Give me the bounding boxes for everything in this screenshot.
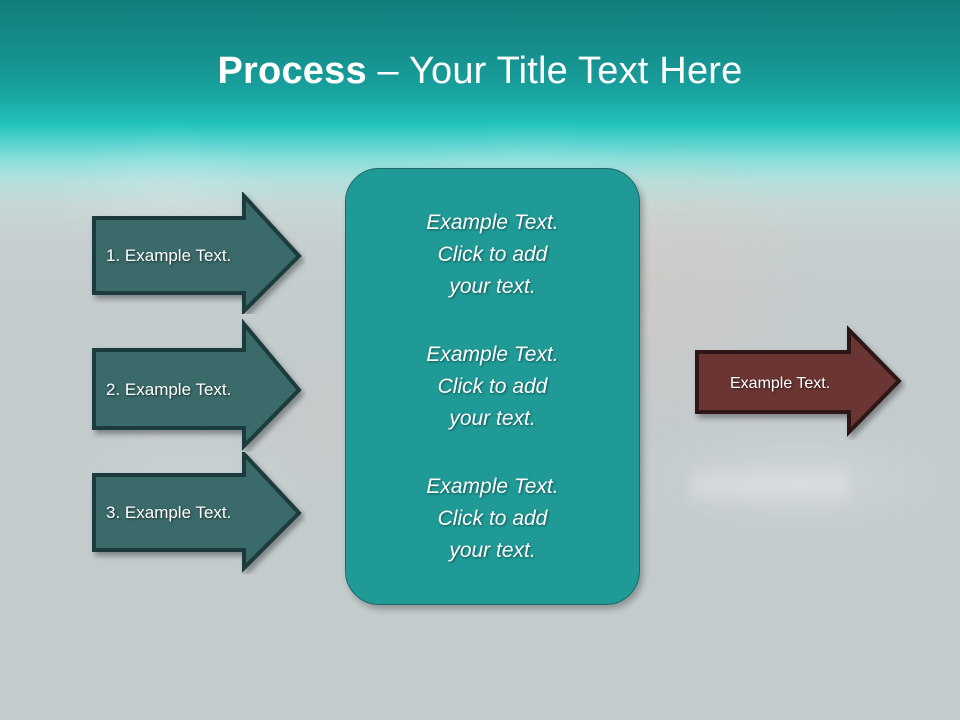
slide-title-bold: Process [217,50,367,92]
input-arrow-3-label: 3. Example Text. [106,503,232,522]
center-box-text-block-3: Example Text. Click to add your text. [426,474,559,562]
input-arrow-3[interactable]: 3. Example Text. [88,452,306,574]
slide-title: Process – Your Title Text Here [0,48,960,94]
input-arrow-1[interactable]: 1. Example Text. [88,192,306,314]
center-box-text-block-1: Example Text. Click to add your text. [426,210,559,298]
center-box-text-block-2: Example Text. Click to add your text. [426,342,559,430]
arrow-right-icon [92,452,302,573]
input-arrow-1-label: 1. Example Text. [106,246,232,265]
result-arrow-label: Example Text. [730,375,831,392]
arrow-right-icon [92,318,302,451]
process-center-box[interactable]: Example Text. Click to add your text. Ex… [345,168,640,605]
input-arrow-2-label: 2. Example Text. [106,380,232,399]
input-arrow-2[interactable]: 2. Example Text. [88,318,306,452]
result-arrow[interactable]: Example Text. [690,322,906,440]
arrow-right-icon [695,325,902,437]
arrow-right-icon [92,192,302,314]
slide-title-rest: – Your Title Text Here [366,50,743,92]
